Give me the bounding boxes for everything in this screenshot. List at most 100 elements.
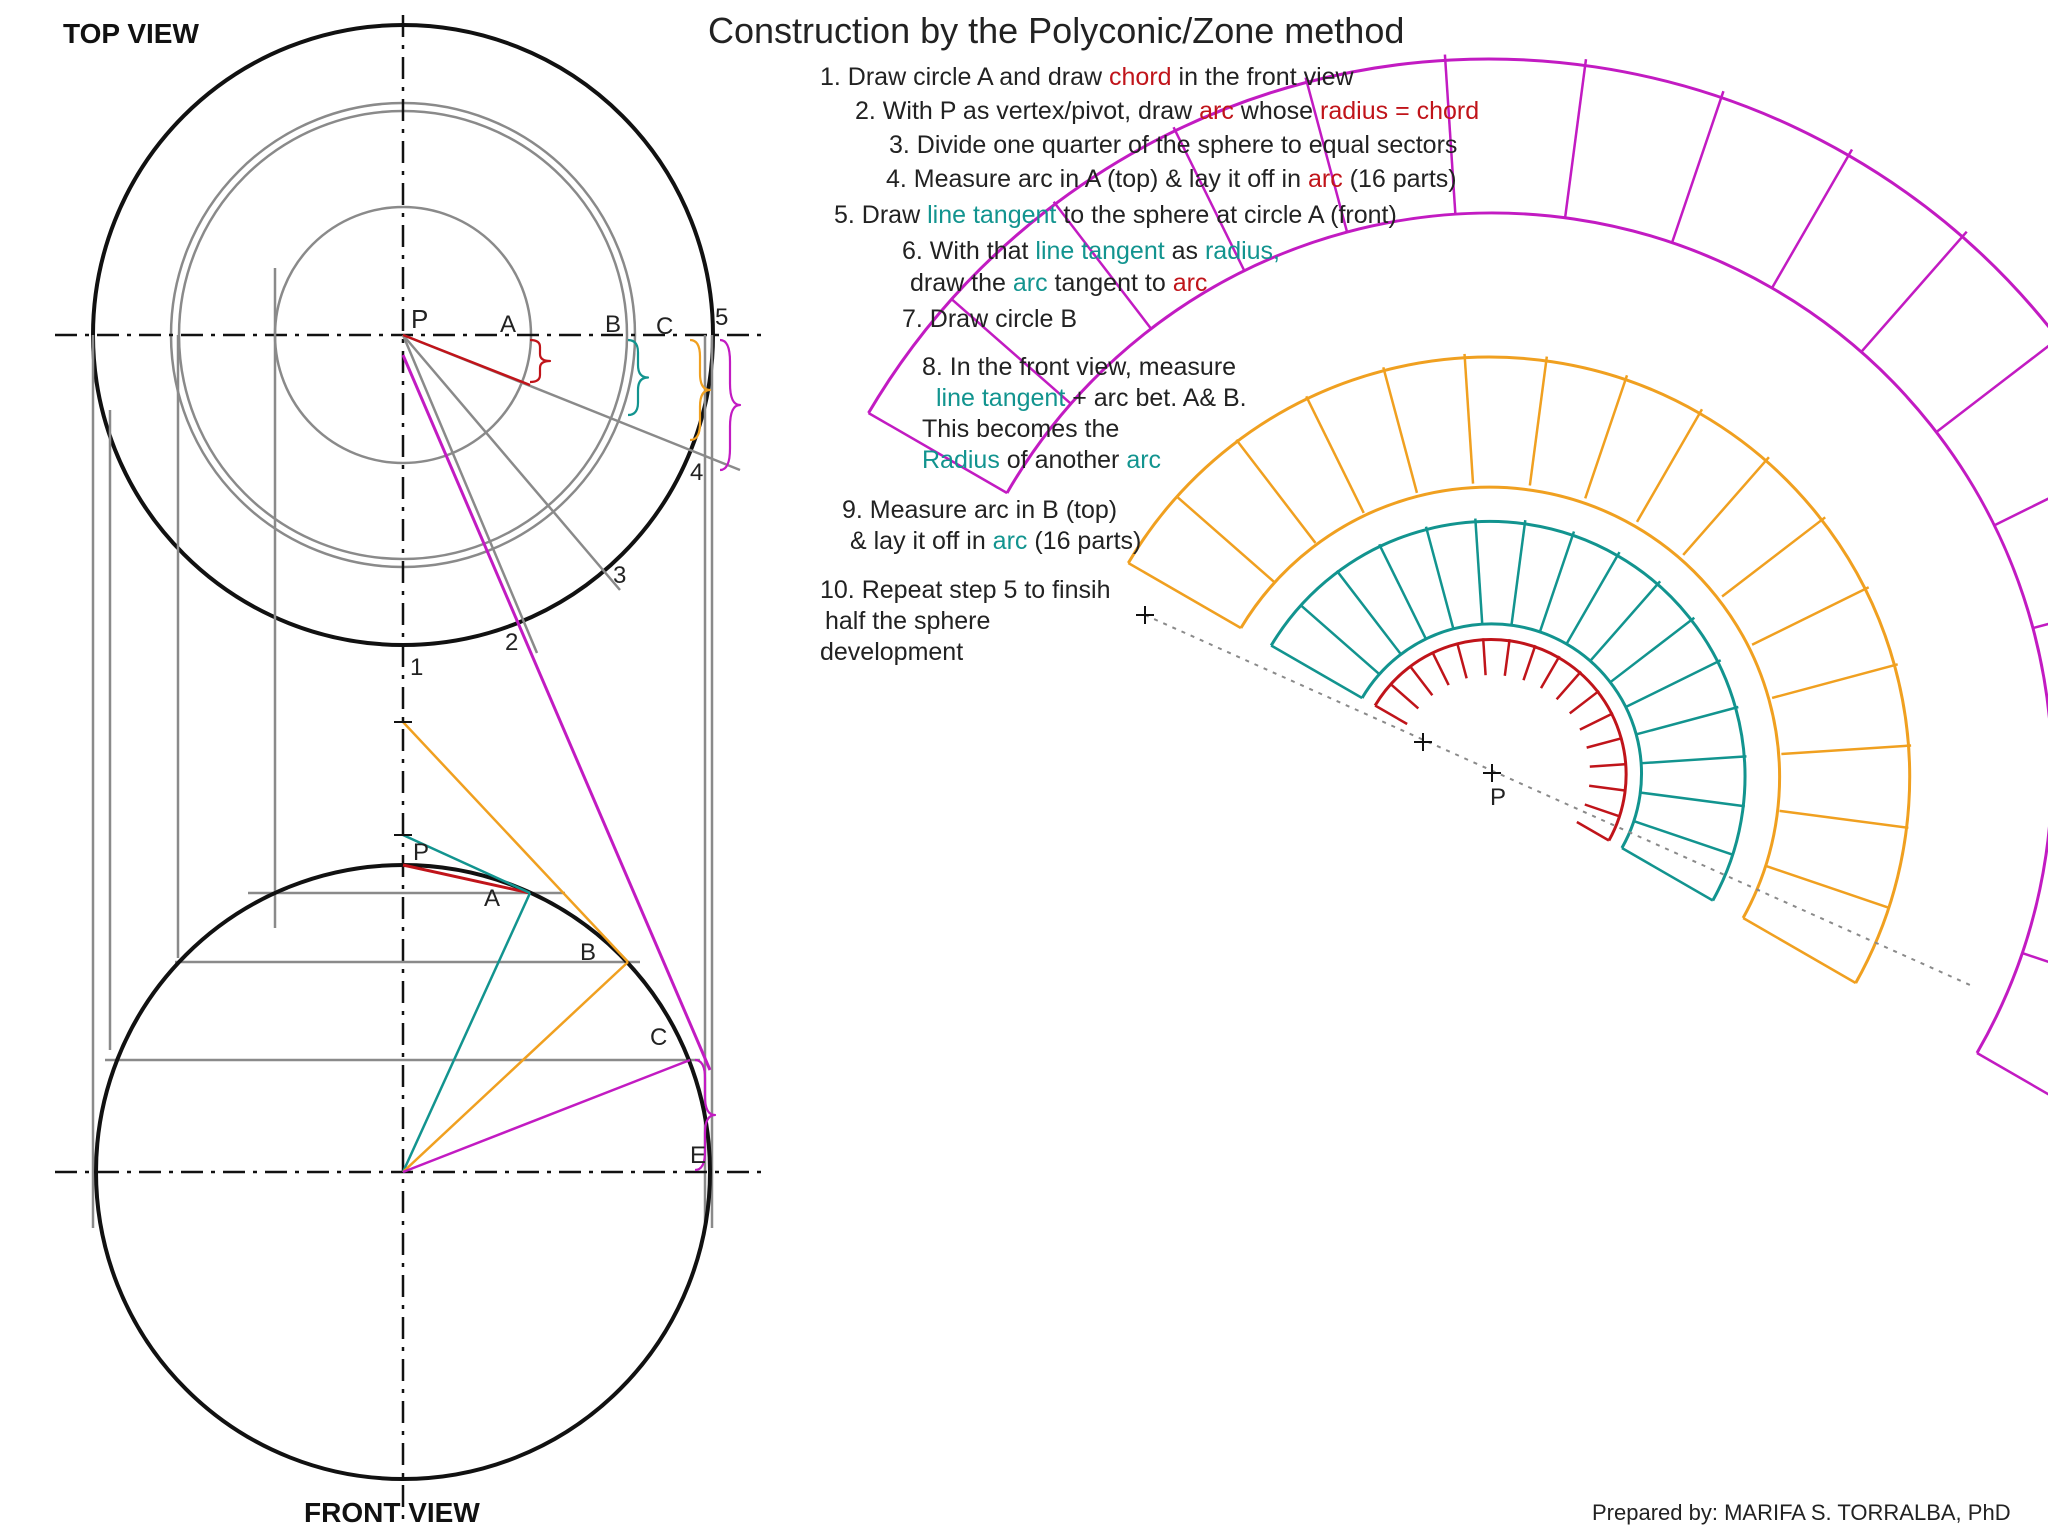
step-line: 9. Measure arc in B (top) [842,495,1117,526]
step-text: as [1164,237,1205,265]
label-a-front: A [484,885,500,912]
step-text: (16 parts) [1342,165,1457,193]
step-line: line tangent + arc bet. A& B. [936,383,1247,414]
orange-division [1175,495,1275,583]
step-text: arc [1012,269,1048,297]
step-text: radius = chord [1320,97,1480,125]
step-text: line tangent [1035,237,1165,265]
label-a-top: A [500,311,516,338]
step-line: 7. Draw circle B [902,304,1077,335]
front-view-label: FRONT VIEW [304,1497,480,1528]
magenta-division [1935,344,2048,434]
teal-division [1474,518,1484,624]
step-text: This becomes the [922,415,1120,443]
step-text: Repeat step 5 to finsih [861,576,1111,604]
orange-division [1771,663,1899,700]
step-text: With P as vertex/pivot, draw [882,97,1200,125]
step-number: 5. [834,201,862,229]
teal-division [1335,569,1402,655]
sector-3 [402,334,621,591]
tangent-c [401,354,712,1071]
teal-division [1621,846,1714,902]
teal-arc-inner [1360,622,1643,849]
red-division [1389,683,1420,710]
step-number: 3. [889,131,917,159]
teal-division [1299,603,1381,676]
red-division [1431,651,1450,686]
label-c-front: C [650,1024,667,1051]
step-text: Measure arc in B (top) [869,496,1118,524]
red-division [1568,689,1600,715]
step-text: Radius [922,446,1000,474]
orange-division [1463,353,1475,484]
step-line: 5. Draw line tangent to the sphere at ci… [834,200,1397,231]
step-text: arc [1126,446,1162,474]
author-credit: Prepared by: MARIFA S. TORRALBA, PhD [1592,1500,2011,1525]
step-line: development [820,637,963,668]
step-text: draw the [910,269,1013,297]
orange-division [1751,586,1870,646]
magenta-division [1052,201,1153,330]
step-number: 7. [902,305,930,333]
teal-division [1610,616,1696,683]
red-division [1579,712,1614,731]
label-b-top: B [605,311,621,338]
tangent-a [402,833,531,895]
step-number: 4. [886,165,914,193]
label-e-front: E [690,1142,706,1169]
step-text: chord [1109,63,1172,91]
brace-front [694,1058,717,1172]
step-text: in the front view [1171,63,1354,91]
step-text: arc [1307,165,1343,193]
pivot-line [1144,614,1971,986]
step-text: development [820,638,964,666]
red-division [1584,803,1621,818]
radius-b [402,961,629,1173]
orthographic-views [55,15,765,1520]
red-division [1408,665,1434,697]
magenta-division [2021,951,2048,964]
label-p-development: P [1490,784,1506,811]
magenta-division [2032,622,2048,630]
step-text: Draw circle B [929,305,1078,333]
magenta-division [1993,497,2048,527]
orange-division [1781,744,1912,756]
step-text: to the sphere at circle A (front) [1056,201,1397,229]
brace-a-top [529,338,552,384]
label-c-top: C [656,313,673,340]
orange-division [1742,916,1857,985]
step-text: With that [929,237,1036,265]
magenta-division [1443,54,1457,215]
sector-2 [401,334,539,654]
brace-d-top [719,338,742,472]
magenta-division [1670,90,1725,244]
step-line: 6. With that line tangent as radius, [902,236,1280,267]
step-text: + arc bet. A& B. [1065,384,1247,412]
teal-division [1589,580,1662,662]
step-text: (16 parts) [1027,527,1142,555]
step-line: 3. Divide one quarter of the sphere to e… [889,130,1457,161]
magenta-division [1770,148,1854,289]
red-division [1586,736,1623,749]
step-text: of another [999,446,1127,474]
step-number: 9. [842,496,870,524]
orange-division [1721,516,1826,598]
teal-division [1636,705,1739,736]
teal-division [1565,551,1621,644]
step-text: line tangent [936,384,1066,412]
red-division [1555,670,1582,701]
magenta-division [1976,1051,2048,1096]
step-text: half the sphere [825,607,991,635]
orange-division [1127,561,1242,630]
orange-division [1635,408,1704,523]
step-line: 8. In the front view, measure [922,352,1236,383]
red-division [1539,655,1561,689]
magenta-division [1563,58,1588,218]
step-line: & lay it off in arc (16 parts) [850,526,1141,557]
brace-b-top [627,338,650,417]
radius-c [402,1058,691,1174]
diagram-title: Construction by the Polyconic/Zone metho… [708,10,1405,51]
